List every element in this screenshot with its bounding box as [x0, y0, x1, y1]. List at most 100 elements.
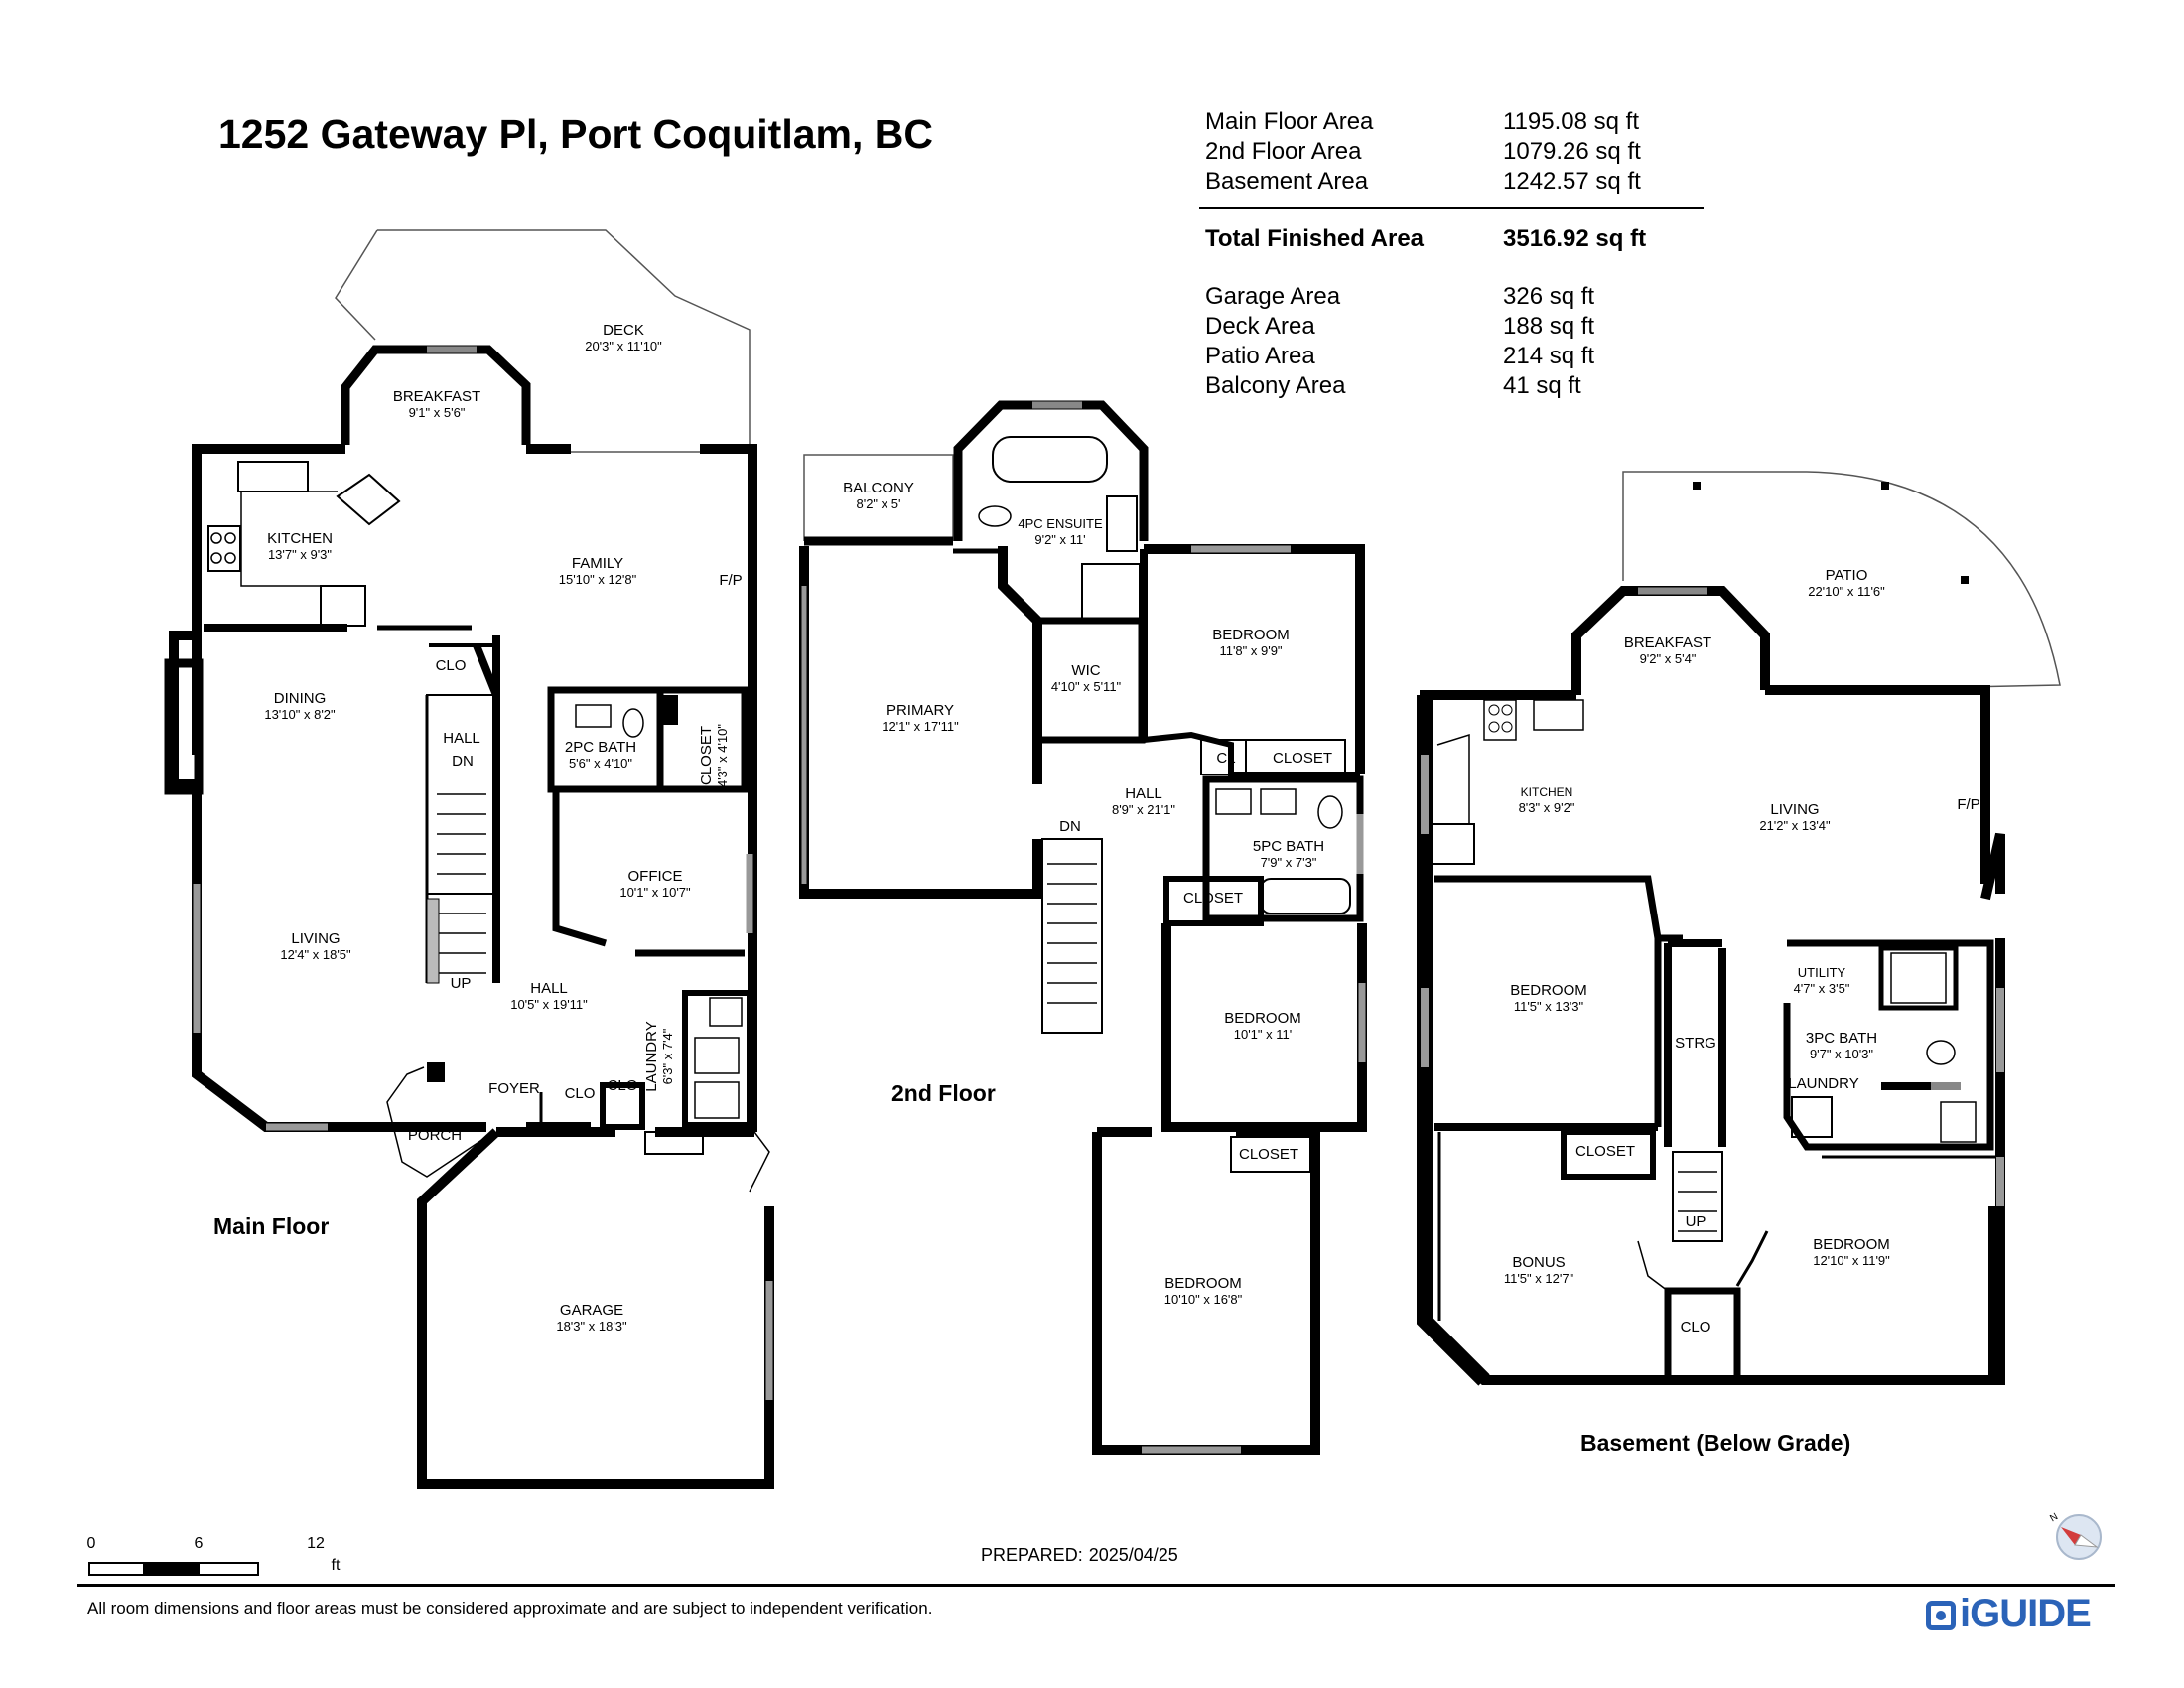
room-dim: 4'7" x 3'5" — [1793, 981, 1850, 996]
room-dim: 8'9" x 21'1" — [1111, 802, 1176, 817]
basement-stairs — [1678, 1171, 1717, 1232]
area-label: Balcony Area — [1205, 372, 1346, 399]
room-dim: 5'6" x 4'10" — [568, 756, 633, 771]
room-dim: 12'10" x 11'9" — [1813, 1253, 1890, 1268]
room-dim: 10'10" x 16'8" — [1163, 1292, 1243, 1307]
room-name: BREAKFAST — [392, 388, 481, 405]
room-dim: 13'10" x 8'2" — [264, 707, 336, 722]
area-value: 326 sq ft — [1503, 283, 1595, 310]
prepared-label: PREPARED: — [981, 1545, 1083, 1565]
label-clo-laundry: CLO — [607, 1077, 638, 1094]
label-closet-1: CLOSET — [1272, 750, 1333, 767]
room-dim: 20'3" x 11'10" — [585, 339, 662, 353]
room-dim: 11'5" x 12'7" — [1503, 1271, 1574, 1286]
area-row-second: 2nd Floor Area 1079.26 sq ft — [1199, 137, 1706, 167]
area-label: Basement Area — [1205, 168, 1369, 195]
room-dim: 11'5" x 13'3" — [1513, 999, 1584, 1014]
area-value: 188 sq ft — [1503, 313, 1595, 340]
room-name: DECK — [603, 322, 644, 339]
room-dim: 7'9" x 7'3" — [1260, 855, 1317, 870]
room-name: 4PC ENSUITE — [1018, 516, 1103, 531]
room-name: LIVING — [1770, 801, 1820, 818]
iguide-logo-icon — [1926, 1601, 1956, 1630]
second-floor-plan — [799, 400, 1367, 1455]
main-stairs — [437, 793, 486, 974]
room-name: HALL — [1125, 785, 1162, 802]
room-dim: 10'5" x 19'11" — [510, 997, 588, 1012]
prepared-date: PREPARED:2025/04/25 — [981, 1545, 1178, 1566]
room-name: BALCONY — [843, 480, 914, 496]
label-porch: PORCH — [407, 1127, 463, 1144]
area-label: Patio Area — [1205, 343, 1315, 369]
room-name: 5PC BATH — [1252, 838, 1325, 855]
area-row-patio: Patio Area 214 sq ft — [1199, 342, 1706, 371]
area-value: 1242.57 sq ft — [1503, 168, 1641, 195]
room-name: HALL — [530, 980, 568, 997]
room-name: FAMILY — [571, 555, 624, 572]
main-floor-plan — [164, 229, 774, 1489]
area-label: Garage Area — [1205, 283, 1341, 310]
scale-tick-0: 0 — [86, 1535, 96, 1552]
area-label: 2nd Floor Area — [1205, 138, 1362, 165]
second-floor-label: 2nd Floor — [891, 1080, 996, 1106]
label-clo: CLO — [435, 657, 467, 674]
room-name: 2PC BATH — [564, 739, 637, 756]
room-name: BEDROOM — [1510, 982, 1587, 999]
label-clo-foyer: CLO — [564, 1085, 596, 1102]
label-cl: CL — [1216, 750, 1236, 767]
second-stairs — [1047, 863, 1097, 1004]
svg-text:N: N — [2048, 1511, 2060, 1524]
room-dim: 4'3" x 4'10" — [715, 723, 730, 788]
area-row-main: Main Floor Area 1195.08 sq ft — [1199, 107, 1706, 137]
area-value: 3516.92 sq ft — [1503, 225, 1647, 252]
area-row-basement: Basement Area 1242.57 sq ft — [1199, 167, 1706, 197]
label-dn-2nd: DN — [1059, 818, 1081, 835]
room-dim: 9'7" x 10'3" — [1809, 1047, 1874, 1061]
room-dim: 4'10" x 5'11" — [1050, 679, 1122, 694]
patio-outline — [1622, 471, 2061, 691]
iguide-logo-text: iGUIDE — [1960, 1592, 2092, 1635]
scale-tick-12: 12 — [307, 1535, 325, 1552]
room-name: WIC — [1071, 662, 1101, 679]
label-closet-3: CLOSET — [1238, 1146, 1299, 1163]
room-name: KITCHEN — [267, 530, 333, 547]
room-dim: 15'10" x 12'8" — [558, 572, 637, 587]
room-dim: 10'1" x 10'7" — [619, 885, 691, 900]
room-dim: 6'3" x 7'4" — [660, 1028, 675, 1085]
label-closet-2: CLOSET — [1182, 890, 1244, 907]
area-row-garage: Garage Area 326 sq ft — [1199, 282, 1706, 312]
scale-tick-6: 6 — [194, 1535, 204, 1552]
room-name: DINING — [273, 690, 327, 707]
area-row-deck: Deck Area 188 sq ft — [1199, 312, 1706, 342]
room-dim: 18'3" x 18'3" — [556, 1319, 627, 1334]
label-strg: STRG — [1675, 1035, 1716, 1052]
room-name: PATIO — [1825, 567, 1868, 584]
label-closet-basement: CLOSET — [1574, 1143, 1636, 1160]
disclaimer: All room dimensions and floor areas must… — [87, 1599, 933, 1618]
label-fireplace: F/P — [719, 572, 743, 589]
scale-unit: ft — [331, 1557, 341, 1574]
north-arrow-icon: N — [2048, 1511, 2102, 1560]
label-foyer: FOYER — [488, 1080, 540, 1097]
